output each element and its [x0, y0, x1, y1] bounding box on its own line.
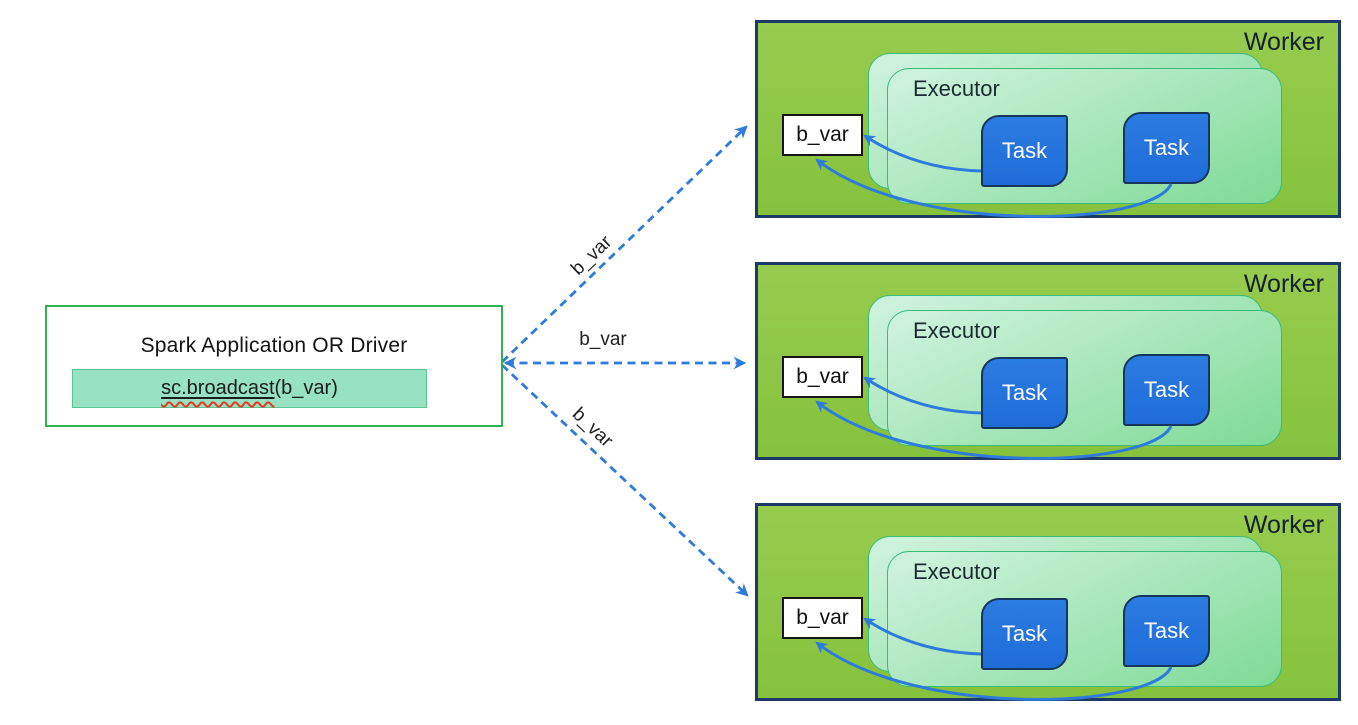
executor-label: Executor [913, 318, 1000, 343]
worker-label: Worker [1243, 511, 1324, 539]
bvar-box: b_var [782, 597, 863, 639]
code-spellcheck-squiggle: sc.broadcast [161, 377, 274, 400]
bvar-box: b_var [782, 114, 863, 156]
code-args-text: (b_var) [274, 377, 338, 399]
executor-label: Executor [913, 559, 1000, 584]
broadcast-arrow-worker1 [501, 125, 748, 364]
executor-box-front: Executor [887, 68, 1282, 204]
arrow-label-bvar-1: b_var [567, 231, 617, 280]
task-box: Task [1123, 354, 1210, 426]
executor-box-front: Executor [887, 310, 1282, 446]
task-box: Task [981, 115, 1068, 187]
arrow-label-bvar-3: b_var [567, 403, 617, 452]
executor-label: Executor [913, 76, 1000, 101]
bvar-box: b_var [782, 356, 863, 398]
worker-box-2: Worker Executor Task Task b_var [755, 262, 1341, 460]
task-box: Task [1123, 112, 1210, 184]
executor-box-front: Executor [887, 551, 1282, 687]
worker-label: Worker [1243, 270, 1324, 298]
worker-box-3: Worker Executor Task Task b_var [755, 503, 1341, 701]
task-box: Task [1123, 595, 1210, 667]
driver-box: Spark Application OR Driver sc.broadcast… [45, 305, 503, 427]
broadcast-code-box: sc.broadcast(b_var) [72, 369, 427, 408]
task-box: Task [981, 598, 1068, 670]
driver-title: Spark Application OR Driver [140, 334, 408, 357]
worker-label: Worker [1243, 28, 1324, 56]
broadcast-arrow-worker3 [501, 363, 749, 597]
worker-box-1: Worker Executor Task Task b_var [755, 20, 1341, 218]
task-box: Task [981, 357, 1068, 429]
code-method-text: sc.broadcast [161, 377, 275, 399]
arrow-label-bvar-2: b_var [579, 329, 627, 350]
